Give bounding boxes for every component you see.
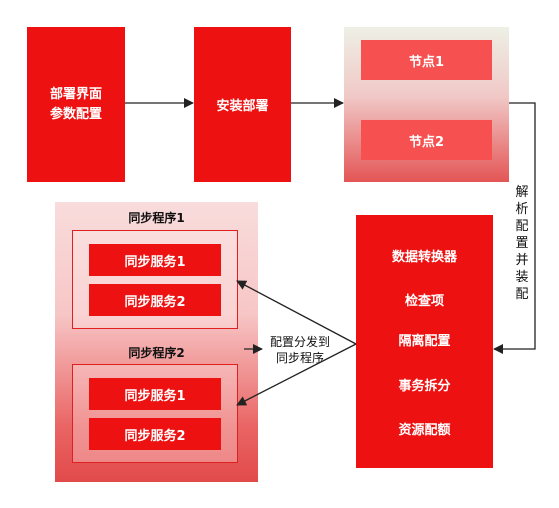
parse-char: 置	[515, 236, 529, 251]
parse-char: 析	[515, 202, 529, 217]
parse-char: 配	[515, 219, 529, 234]
node-1: 节点1	[361, 40, 492, 80]
dispatch-line1: 配置分发到	[269, 335, 330, 349]
install-deploy-box: 安装部署	[194, 27, 291, 182]
sync-program-2-title: 同步程序2	[128, 346, 185, 360]
deploy-params-line2: 参数配置	[49, 106, 102, 122]
sync-service-1: 同步服务1	[89, 244, 221, 276]
transaction-split-item: 事务拆分	[398, 379, 451, 394]
parse-char: 并	[515, 253, 529, 268]
deploy-params-box: 部署界面 参数配置	[27, 27, 125, 182]
sync-service-2: 同步服务2	[89, 284, 221, 316]
data-converter-item: 数据转换器	[391, 250, 457, 265]
sync-programs-panel: 同步程序1 同步服务1 同步服务2 同步程序2 同步服务1 同步服务2	[55, 202, 258, 482]
resource-quota-item: 资源配额	[398, 423, 451, 438]
parse-char: 配	[515, 287, 529, 302]
nodes-container: 节点1 节点2	[344, 27, 509, 182]
sync-program-2-group: 同步服务1 同步服务2	[72, 364, 238, 463]
arrow-nodes-to-processor	[493, 102, 536, 354]
isolation-config-item: 隔离配置	[398, 334, 451, 349]
sync-program-1-title: 同步程序1	[128, 211, 185, 225]
dispatch-line2: 同步程序	[275, 351, 324, 365]
parse-config-label: 解 析 配 置 并 装 配	[513, 184, 531, 303]
node-2: 节点2	[361, 120, 492, 160]
parse-char: 装	[515, 270, 529, 285]
sync-service-1: 同步服务1	[89, 378, 221, 410]
sync-program-1-group: 同步服务1 同步服务2	[72, 230, 238, 329]
dispatch-config-label: 配置分发到 同步程序	[258, 334, 342, 366]
arrow-to-sync-2	[236, 343, 357, 406]
deploy-params-line1: 部署界面	[49, 86, 102, 102]
processor-box: 数据转换器 检查项 隔离配置 事务拆分 资源配额	[356, 215, 493, 468]
arrow-to-sync-1	[236, 280, 357, 345]
install-deploy-label: 安装部署	[216, 99, 269, 114]
check-item: 检查项	[404, 294, 444, 309]
sync-service-2: 同步服务2	[89, 418, 221, 450]
parse-char: 解	[515, 185, 529, 200]
